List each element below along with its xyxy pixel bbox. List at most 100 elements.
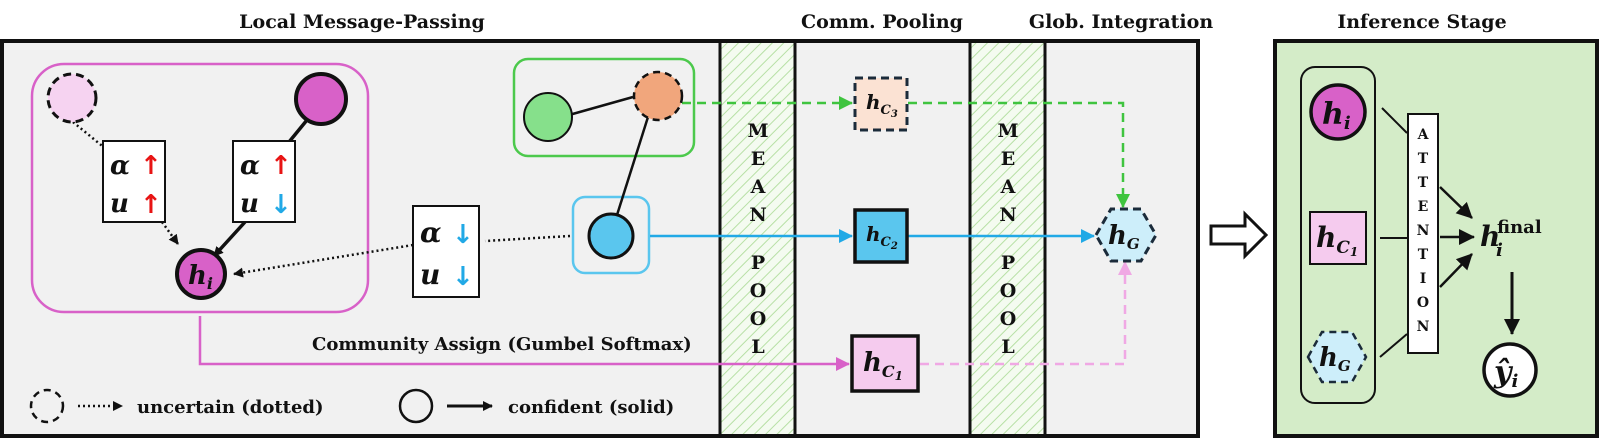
edge-green-orange	[568, 95, 634, 117]
svg-text:L: L	[1001, 336, 1014, 358]
node-uncertain-neighbor	[46, 72, 98, 124]
line-hi-to-attention	[1381, 107, 1408, 134]
section-title-inference: Inference Stage	[1337, 11, 1506, 33]
flow-hc1-to-hg	[920, 261, 1132, 366]
node-hc3: hC3	[853, 76, 909, 132]
svg-text:E: E	[751, 148, 765, 170]
svg-text:N: N	[749, 204, 766, 226]
arrow-attention-to-final-3	[1439, 253, 1473, 288]
svg-text:i: i	[1496, 240, 1503, 261]
legend-uncertain-text: uncertain (dotted)	[137, 397, 324, 418]
inference-node-hc1: hC1	[1309, 211, 1367, 265]
svg-text:N: N	[1417, 319, 1430, 335]
svg-text:P: P	[751, 252, 765, 274]
arrow-attention-to-final-1	[1439, 186, 1473, 219]
attention-label: A T T E N T I O N	[1417, 127, 1430, 335]
community-assign-label: Community Assign (Gumbel Softmax)	[312, 334, 692, 355]
flow-hi-to-hc1	[198, 316, 850, 371]
svg-text:↓: ↓	[452, 262, 474, 292]
inference-node-hg: hG	[1306, 330, 1368, 384]
section-title-local: Local Message-Passing	[239, 11, 485, 33]
node-hc2: hC2	[853, 208, 909, 264]
inference-node-hi: hi	[1309, 83, 1367, 141]
edge-to-hi-dotted	[233, 243, 414, 278]
community-box-green	[512, 57, 696, 158]
svg-text:O: O	[750, 308, 767, 330]
node-hc1: hC1	[850, 334, 920, 393]
edge-orange-blue	[615, 116, 650, 216]
svg-text:T: T	[1418, 151, 1429, 167]
gate-left: α ↑ u ↑	[102, 140, 166, 223]
edge-blue-dotted	[484, 234, 571, 243]
edge-uncertain-top	[72, 121, 113, 155]
stage-transition-arrow	[1209, 210, 1269, 260]
svg-text:final: final	[1497, 217, 1542, 238]
mean-pool-label-1: M E A N P O O L	[747, 120, 768, 358]
line-hg-to-attention	[1379, 333, 1408, 358]
svg-text:α: α	[240, 151, 260, 181]
node-blue	[587, 212, 635, 260]
svg-text:E: E	[1001, 148, 1015, 170]
gate-middle: α ↑ u ↓	[232, 140, 296, 223]
node-orange	[632, 70, 684, 122]
svg-text:T: T	[1418, 247, 1429, 263]
svg-text:O: O	[1417, 295, 1429, 311]
svg-text:ŷi: ŷi	[1493, 355, 1518, 392]
mean-pool-label-2: M E A N P O O L	[997, 120, 1018, 358]
community-box-blue	[571, 195, 651, 275]
svg-text:hi: hi	[1322, 97, 1351, 134]
svg-text:M: M	[747, 120, 768, 142]
svg-text:N: N	[999, 204, 1016, 226]
legend-uncertain-node	[29, 388, 65, 424]
svg-text:h: h	[1480, 220, 1500, 253]
svg-text:u: u	[110, 189, 129, 219]
flow-hc3-to-hg	[908, 101, 1130, 208]
legend: uncertain (dotted) confident (solid)	[29, 388, 674, 424]
gate-right: α ↓ u ↓	[412, 205, 480, 298]
svg-text:O: O	[1000, 280, 1017, 302]
svg-text:M: M	[997, 120, 1018, 142]
svg-text:I: I	[1420, 271, 1427, 287]
svg-text:hC1: hC1	[1316, 221, 1358, 259]
edge-confident-to-hi	[212, 220, 247, 258]
prediction-node: ŷi	[1482, 342, 1538, 398]
svg-text:u: u	[240, 189, 259, 219]
svg-text:↑: ↑	[140, 190, 162, 220]
svg-text:hi: hi	[188, 261, 213, 293]
svg-text:L: L	[751, 336, 764, 358]
svg-text:hC1: hC1	[863, 348, 903, 383]
svg-text:A: A	[1000, 176, 1016, 198]
svg-text:α: α	[110, 151, 130, 181]
node-hi: hi	[175, 248, 227, 300]
svg-text:A: A	[750, 176, 766, 198]
inference-input-group	[1300, 66, 1376, 404]
svg-text:hC2: hC2	[866, 222, 898, 252]
svg-text:α: α	[420, 216, 442, 249]
neighborhood-box	[30, 62, 370, 314]
mean-pool-column-2	[970, 43, 1045, 434]
legend-confident-text: confident (solid)	[508, 397, 674, 418]
svg-text:E: E	[1418, 199, 1429, 215]
svg-text:hG: hG	[1319, 343, 1351, 375]
svg-text:N: N	[1417, 223, 1430, 239]
final-embedding-label: h i final	[1480, 217, 1542, 261]
node-hg: hG	[1094, 207, 1158, 263]
attention-block	[1407, 113, 1439, 354]
svg-text:T: T	[1418, 175, 1429, 191]
svg-text:P: P	[1001, 252, 1015, 274]
node-green	[523, 92, 573, 142]
section-title-comm: Comm. Pooling	[801, 11, 963, 33]
svg-text:↑: ↑	[140, 151, 162, 181]
edge-confident-top	[287, 118, 309, 144]
svg-text:O: O	[1000, 308, 1017, 330]
node-confident-neighbor	[294, 72, 348, 126]
svg-text:u: u	[420, 258, 440, 291]
mean-pool-column-1	[720, 43, 795, 434]
legend-confident-node	[398, 388, 434, 424]
svg-text:↓: ↓	[452, 220, 474, 250]
svg-text:hG: hG	[1108, 221, 1140, 253]
svg-text:hC3: hC3	[866, 90, 898, 120]
section-title-glob: Glob. Integration	[1029, 11, 1213, 33]
svg-text:O: O	[750, 280, 767, 302]
